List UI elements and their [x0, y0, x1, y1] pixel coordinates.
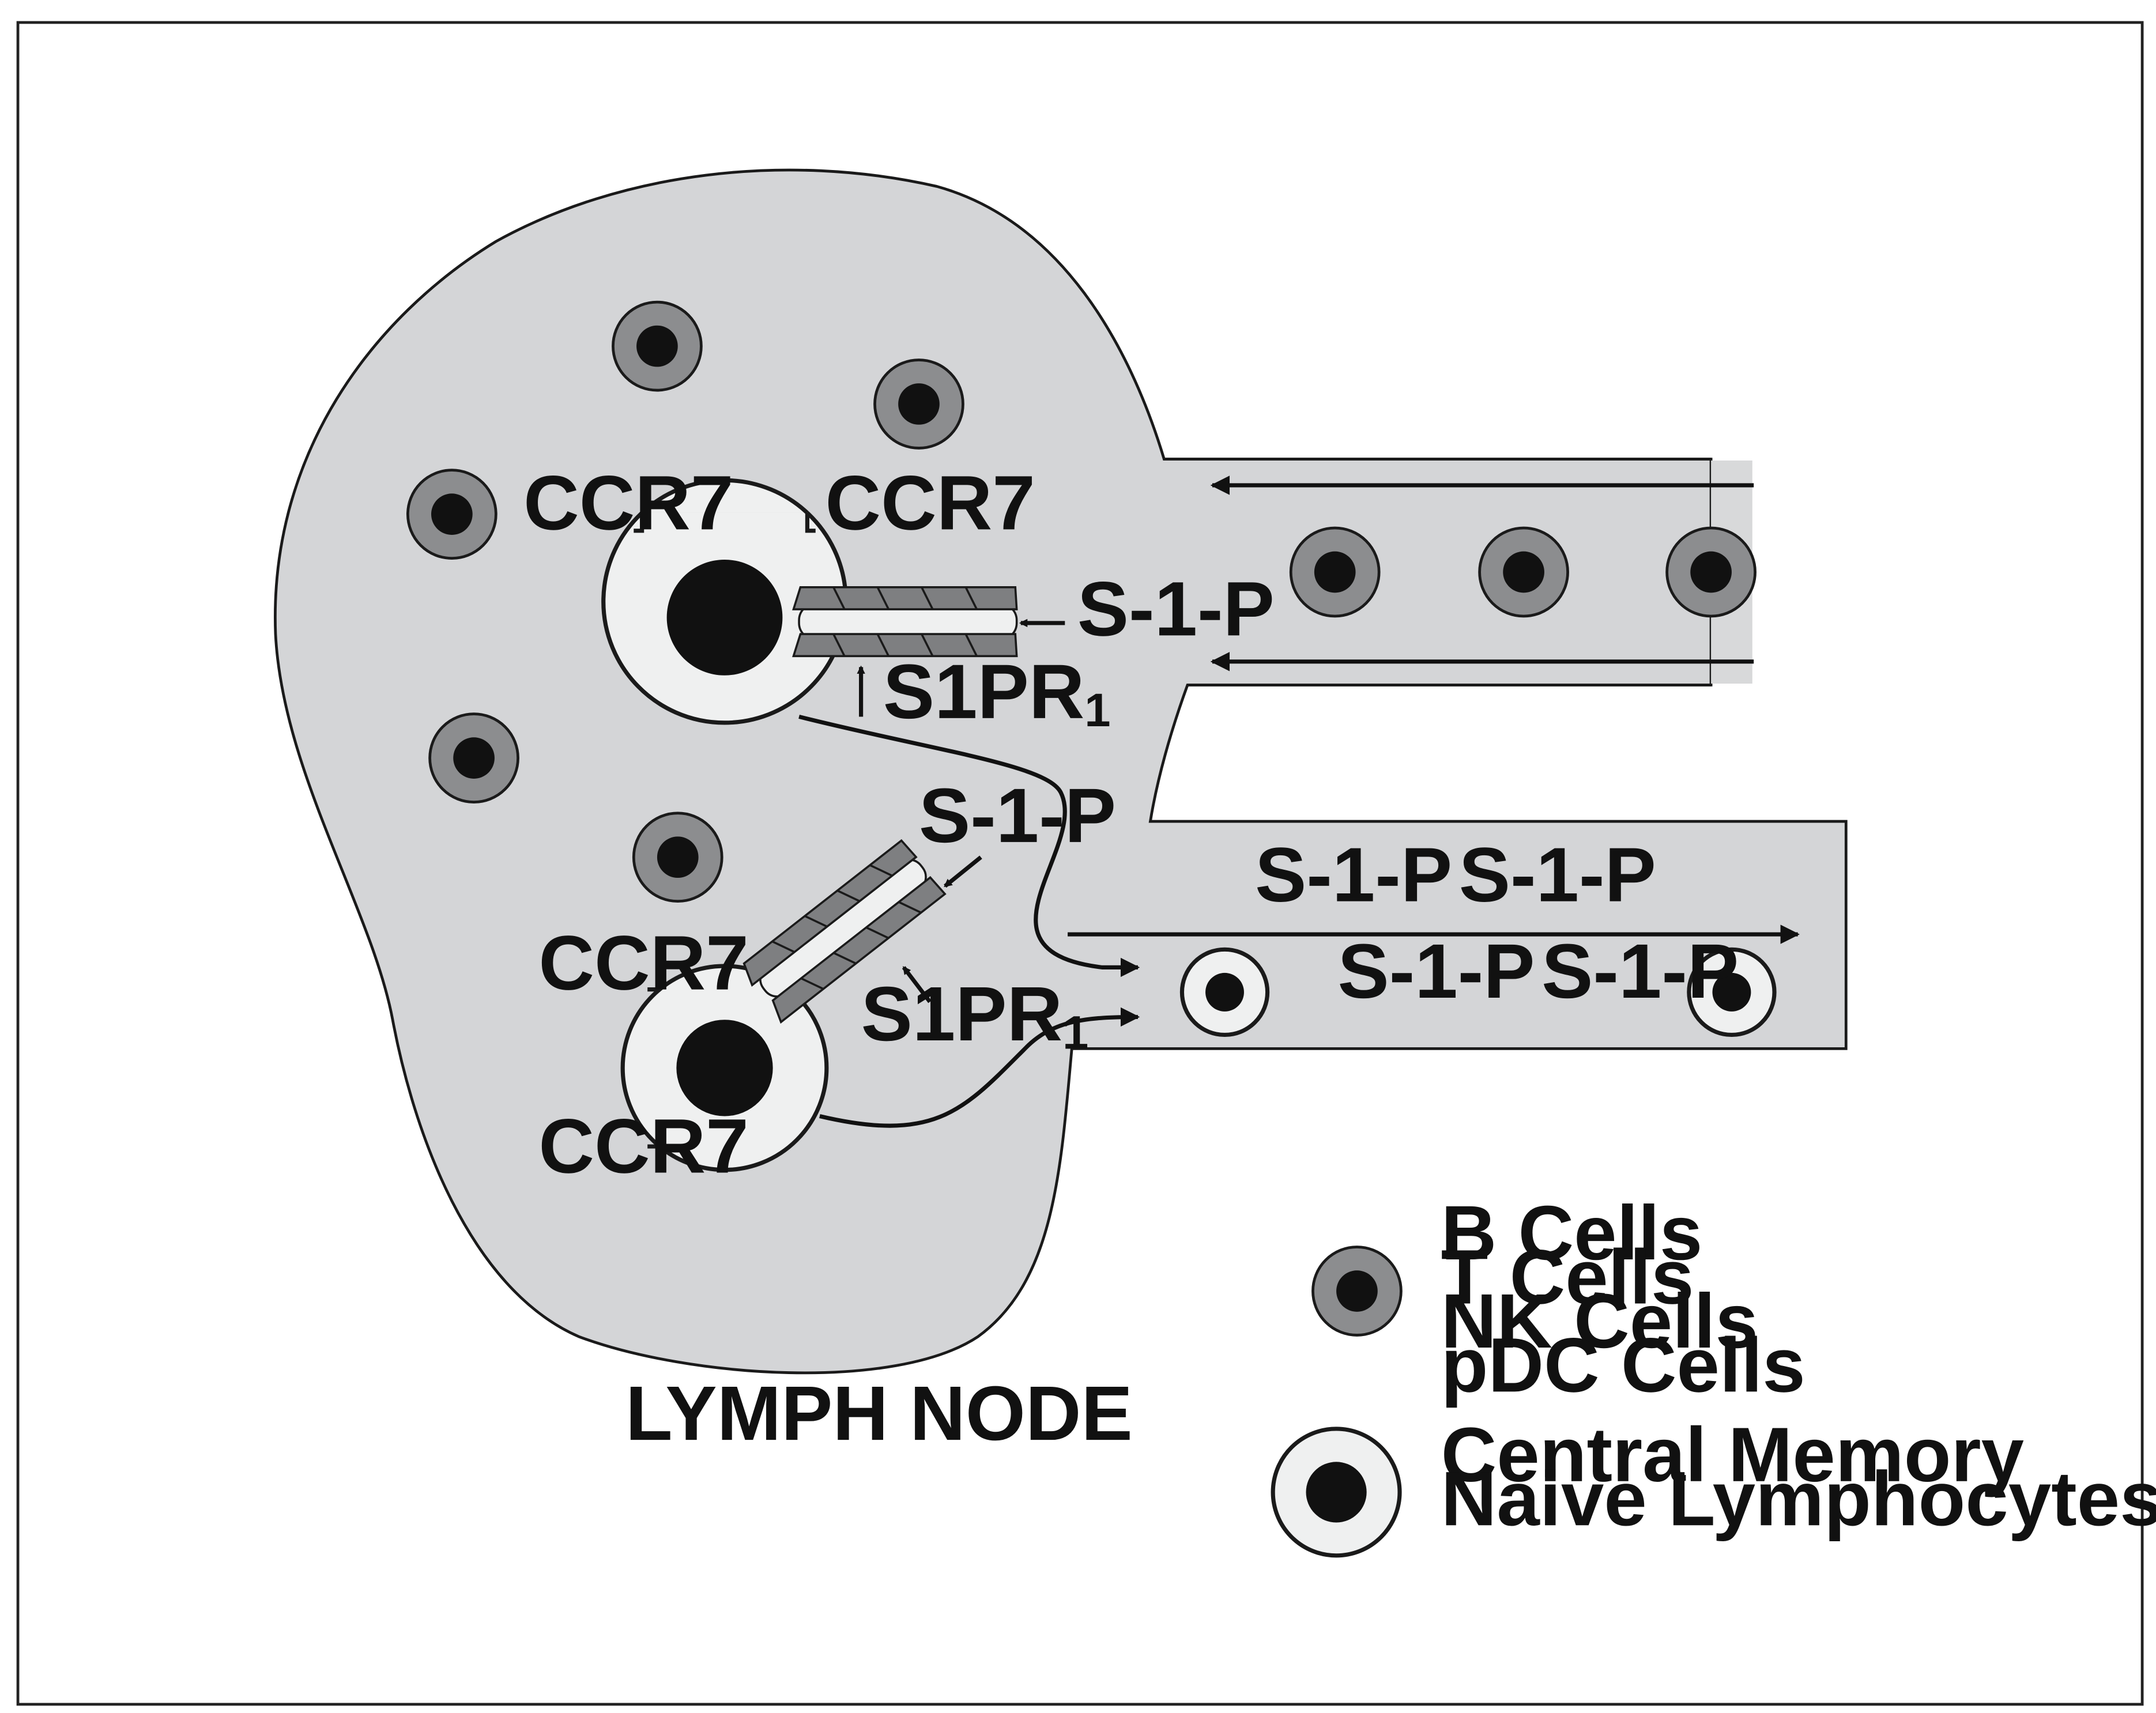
- legend-item: Central Memory: [1441, 1412, 2024, 1498]
- ccr7-label: CCR7: [523, 460, 733, 546]
- s1pr1-receptor-icon: [742, 839, 947, 1024]
- ccr7-label: CCR7: [538, 920, 748, 1006]
- s1p-label: S-1-P: [1459, 832, 1656, 918]
- legend-item: B Cells: [1441, 1190, 1703, 1276]
- gray-cell-icon: [1311, 1246, 1403, 1337]
- s1p-label: S-1-P: [919, 773, 1116, 859]
- gray-cell-icon: [428, 712, 519, 803]
- s1pr1-subscript: 1: [1084, 684, 1110, 737]
- s1pr1-text: S1PR: [861, 971, 1063, 1057]
- ccr7-receptor-right: [805, 512, 816, 533]
- s1p-label: S-1-P: [1541, 929, 1739, 1014]
- gray-cell-icon: [873, 359, 964, 450]
- s1p-label: S-1-P: [1255, 832, 1452, 918]
- s1pr1-subscript: 1: [1062, 1006, 1088, 1059]
- small-cells-node: [406, 300, 964, 903]
- ccr7-label: CCR7: [825, 460, 1035, 546]
- migration-path-lower: [819, 1007, 1140, 1128]
- ccr7-receptor-left: [634, 512, 644, 533]
- ccr7-label: CCR7: [538, 1103, 748, 1189]
- white-cell-icon: [1687, 947, 1777, 1037]
- white-cell-icon: [1179, 947, 1270, 1037]
- legend-item: NK Cells: [1441, 1278, 1758, 1364]
- legend-item: Naive Lymphocytes: [1441, 1456, 2156, 1542]
- arrow-icon: [902, 966, 932, 1003]
- gray-cell-icon: [1478, 526, 1569, 618]
- migration-path-upper: [798, 714, 1140, 978]
- legend-item: T Cells: [1441, 1234, 1694, 1320]
- nucleus: [666, 560, 783, 676]
- s1pr1-receptor-icon: [792, 586, 1018, 658]
- gray-cell-icon: [1289, 526, 1381, 618]
- lymph-node-title: LYMPH NODE: [625, 1371, 1133, 1457]
- ccr7-receptor-upper: [647, 981, 661, 992]
- s1pr1-label: S1PR1: [883, 649, 1111, 737]
- gray-cell-icon: [612, 300, 703, 392]
- legend: B Cells T Cells NK Cells pDC Cells Centr…: [1271, 1190, 2156, 1558]
- ccr7-receptor-lower: [647, 1144, 661, 1155]
- large-cell-upper: [601, 478, 848, 725]
- s1p-label: S-1-P: [1337, 929, 1535, 1014]
- s1pr1-text: S1PR: [883, 649, 1085, 735]
- s1pr1-label: S1PR1: [861, 971, 1089, 1059]
- nucleus: [676, 1020, 773, 1116]
- large-cell-lower: [620, 964, 829, 1172]
- s1p-label: S-1-P: [1077, 566, 1275, 652]
- white-cell-icon: [1271, 1427, 1402, 1558]
- gray-cell-icon: [632, 812, 723, 903]
- small-cells-vessel: [1289, 526, 1757, 618]
- arrow-icon: [944, 855, 982, 888]
- legend-item: pDC Cells: [1441, 1322, 1806, 1408]
- gray-cell-icon: [1665, 526, 1757, 618]
- gray-cell-icon: [406, 469, 497, 560]
